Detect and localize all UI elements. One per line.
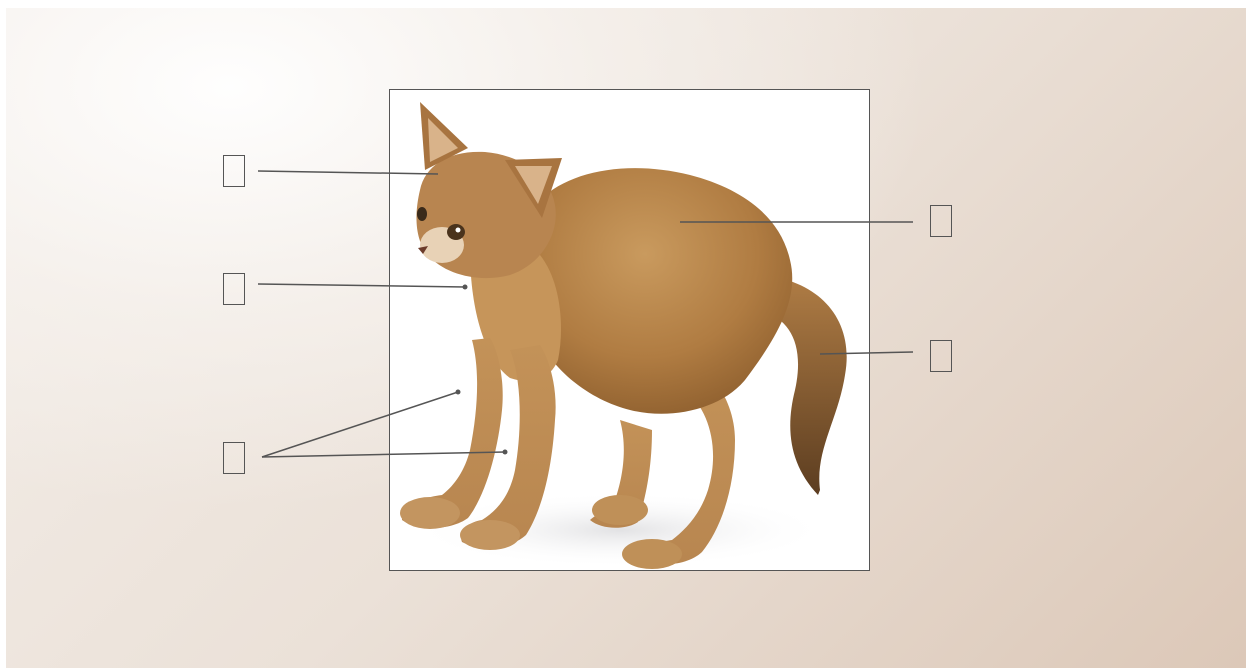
neck-leader-line [257, 283, 466, 288]
leg-leader-line-2 [261, 451, 506, 458]
tail-leader-line [819, 351, 914, 355]
leg-point-marker-2 [502, 449, 508, 455]
leg-point-marker-1 [455, 389, 461, 395]
kitten-illustration [400, 102, 847, 569]
legs-label-box[interactable] [223, 442, 245, 474]
kitten-paw-3 [592, 495, 648, 525]
kitten-body [524, 168, 793, 414]
kitten-front-leg-left [402, 338, 503, 529]
kitten-eye-highlight [455, 227, 461, 233]
kitten-ear-right-inner [515, 166, 552, 204]
tail-label-box[interactable] [930, 340, 952, 372]
kitten-ear-left-inner [428, 118, 458, 162]
kitten-front-leg-right [461, 345, 556, 548]
kitten-nose [418, 246, 428, 254]
kitten-back-leg-front [630, 370, 735, 565]
ear-label-box[interactable] [223, 155, 245, 187]
kitten-paw-4 [622, 539, 682, 569]
neck-point-marker [462, 284, 468, 290]
kitten-eye-right [447, 224, 465, 240]
kitten-paw-1 [400, 497, 460, 529]
neck-label-box[interactable] [223, 273, 245, 305]
kitten-paw-2 [460, 520, 520, 550]
kitten-eye-left [417, 207, 427, 221]
kitten-tail [755, 275, 847, 495]
kitten-photo [389, 89, 870, 571]
ear-leader-line [257, 170, 439, 175]
back-label-box[interactable] [930, 205, 952, 237]
leg-leader-line-1 [261, 391, 459, 458]
